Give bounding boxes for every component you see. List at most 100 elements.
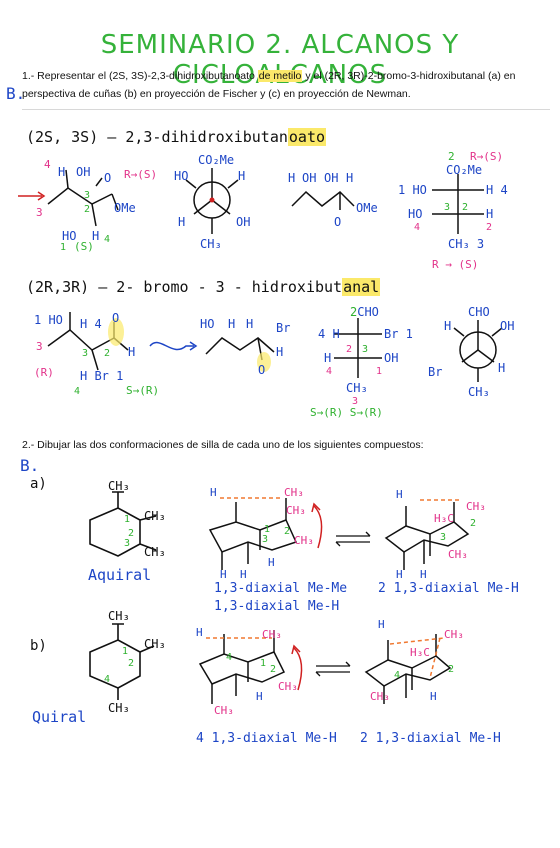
svg-text:H: H [486,207,493,221]
svg-text:4: 4 [104,234,110,245]
wedge-structure-a [18,169,119,227]
svg-text:4: 4 [394,670,400,681]
svg-text:H₃C: H₃C [410,646,430,659]
svg-text:S→(R) S→(R): S→(R) S→(R) [310,406,383,419]
part-b-heading-hl: anal [342,278,381,296]
svg-text:OH: OH [384,351,398,365]
chair-a2 [384,502,470,570]
part-a-structures: 4 H OH O 3 3 2 OMe HO H 4 1 (S) R→(S) CO… [18,150,508,271]
divider [22,109,550,110]
r-label: (R) [34,366,54,379]
svg-text:CH₃: CH₃ [294,534,314,547]
svg-text:CH₃: CH₃ [144,545,166,559]
svg-text:2: 2 [128,658,134,669]
svg-text:H: H [498,361,505,375]
svg-text:CH₃: CH₃ [108,609,130,623]
svg-text:3: 3 [82,348,88,359]
svg-text:H: H [58,165,65,179]
svg-text:OH: OH [76,165,90,179]
svg-text:OH: OH [324,171,338,185]
svg-text:3: 3 [444,202,450,213]
part-b-heading-text: (2R,3R) – 2- bromo - 3 - hidroxibut [26,278,343,296]
svg-text:H: H [210,486,217,499]
svg-text:1: 1 [264,524,270,535]
svg-text:H: H [92,229,99,243]
q2-a-chirality: Aquiral [88,566,152,584]
svg-text:H: H [396,488,403,501]
chair-a1 [208,498,298,570]
svg-text:CHO: CHO [468,305,490,319]
svg-text:2: 2 [448,150,455,163]
svg-text:CH₃: CH₃ [444,628,464,641]
svg-text:CH₃ 3: CH₃ 3 [448,237,484,251]
svg-text:H: H [276,345,283,359]
part-b-structures: O 1 HO H 4 3 3 2 H H Br 1 4 (R) S→(R) HO… [34,305,514,419]
q2-a-label: a) [30,476,47,492]
svg-text:H: H [228,317,235,331]
part-a-heading: (2S, 3S) – 2,3-dihidroxibutanoato [26,128,327,146]
svg-text:4: 4 [74,386,80,397]
svg-text:CH₃: CH₃ [286,504,306,517]
q1-mark: B. [6,84,26,103]
svg-text:4: 4 [226,652,232,663]
a-note1: 1,3-diaxial Me-Me [214,581,347,596]
svg-text:2: 2 [104,348,110,359]
svg-text:OMe: OMe [356,201,378,215]
svg-text:O: O [104,171,111,185]
svg-text:2: 2 [470,518,476,529]
svg-text:4 H: 4 H [318,327,340,341]
svg-text:OMe: OMe [114,201,136,215]
svg-text:3: 3 [84,190,90,201]
svg-text:(S): (S) [74,240,94,253]
svg-text:CH₃: CH₃ [262,628,282,641]
a-note2: 1,3-diaxial Me-H [214,599,339,614]
svg-text:HO: HO [62,229,76,243]
svg-text:CH₃: CH₃ [214,704,234,717]
svg-text:CH₃: CH₃ [448,548,468,561]
newman-a [185,168,239,234]
svg-text:H: H [444,319,451,333]
question-1: 1.- Representar el (2S, 3S)-2,3-dihidrox… [22,67,552,103]
svg-text:HO: HO [408,207,422,221]
svg-text:Br: Br [428,365,442,379]
svg-text:H: H [346,171,353,185]
question-2: 2.- Dibujar las dos conformaciones de si… [22,439,424,451]
svg-text:2: 2 [486,222,492,233]
svg-text:H: H [178,215,185,229]
svg-text:HO: HO [200,317,214,331]
svg-text:H Br 1: H Br 1 [80,369,123,383]
svg-text:CO₂Me: CO₂Me [446,163,482,177]
svg-text:H: H [288,171,295,185]
b-note1: 4 1,3-diaxial Me-H [196,731,337,746]
svg-text:2CHO: 2CHO [350,305,379,319]
a-note3: 2 1,3-diaxial Me-H [378,581,519,596]
part-a-heading-text: (2S, 3S) – 2,3-dihidroxibutan [26,128,288,146]
svg-text:H: H [246,317,253,331]
svg-text:H: H [196,626,203,639]
svg-text:H: H [430,690,437,703]
svg-text:OH: OH [236,215,250,229]
svg-text:OH: OH [500,319,514,333]
svg-text:2: 2 [84,204,90,215]
svg-text:4: 4 [104,674,110,685]
q1-text-b: y el (2R, 3R)-2-bromo-3-hidroxibutanal (… [302,70,516,82]
svg-text:H: H [396,568,403,581]
svg-text:Br: Br [276,321,290,335]
q2-b-chirality: Quiral [32,708,87,726]
fischer-b [334,318,382,378]
svg-text:1: 1 [60,242,66,253]
svg-text:O: O [112,311,119,325]
b-note2: 2 1,3-diaxial Me-H [360,731,501,746]
svg-text:S→(R): S→(R) [126,384,159,397]
q1-highlight: de metilo [257,70,303,82]
svg-text:CH₃: CH₃ [278,680,298,693]
svg-text:3: 3 [36,340,43,353]
newman-b [453,320,503,382]
svg-text:CH₃: CH₃ [370,690,390,703]
svg-text:R → (S): R → (S) [432,258,478,271]
svg-text:Br 1: Br 1 [384,327,413,341]
svg-text:4: 4 [414,222,420,233]
svg-text:CH₃: CH₃ [144,637,166,651]
svg-text:H: H [240,568,247,581]
svg-text:CH₃: CH₃ [108,701,130,715]
